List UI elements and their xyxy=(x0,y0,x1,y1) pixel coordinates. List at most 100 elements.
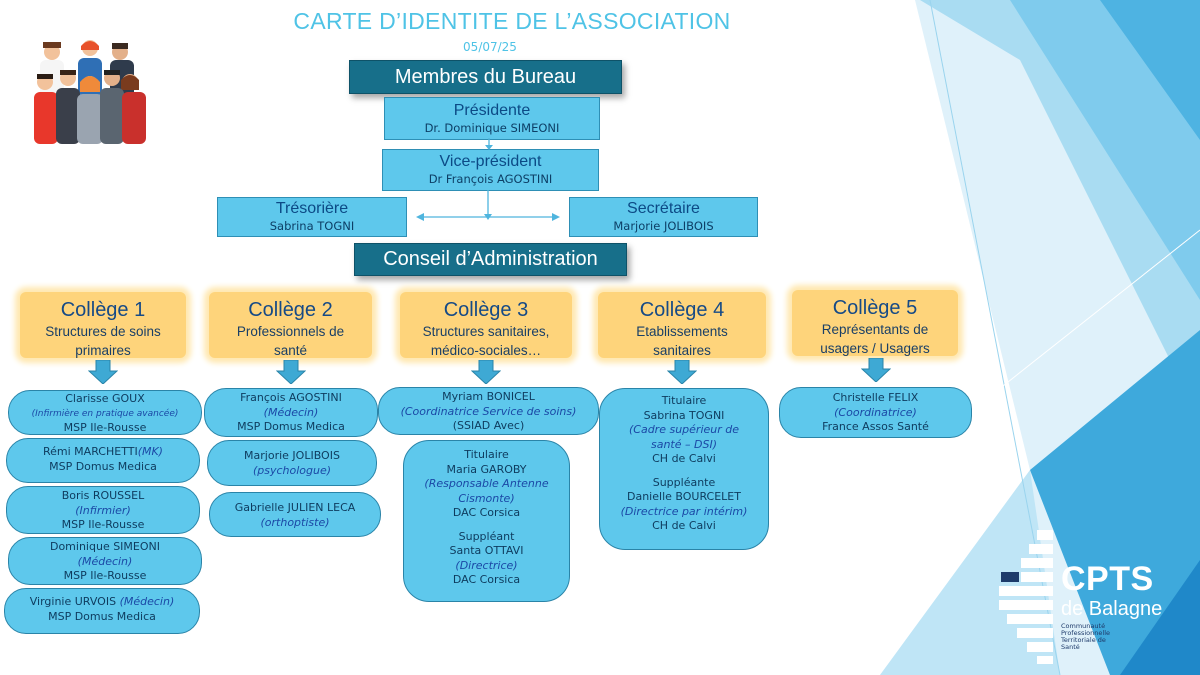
page-date: 05/07/25 xyxy=(463,40,517,54)
member-org: CH de Calvi xyxy=(652,519,716,532)
college-3-title: Collège 3 xyxy=(443,299,529,321)
secretaire-name: Marjorie JOLIBOIS xyxy=(613,219,714,233)
member-name: Rémi MARCHETTI xyxy=(43,445,138,458)
college-1-desc-line2: primaires xyxy=(75,343,131,358)
college-5-title: Collège 5 xyxy=(832,297,918,319)
college-5-desc-line1: Représentants de xyxy=(821,322,929,337)
member-org: MSP Domus Medica xyxy=(49,459,157,473)
member-org: MSP Ile-Rousse xyxy=(63,569,147,582)
member-name: Christelle FELIX xyxy=(832,391,919,404)
member-name: Santa OTTAVI xyxy=(449,544,524,557)
bureau-heading-label: Membres du Bureau xyxy=(394,66,577,88)
member-name: Boris ROUSSEL xyxy=(61,489,145,502)
member-org: DAC Corsica xyxy=(452,573,521,586)
down-arrow-icon xyxy=(861,358,891,382)
page-title: CARTE D’IDENTITE DE L’ASSOCIATION xyxy=(293,8,731,34)
logo-tagline-line: Territoriale de xyxy=(1061,636,1106,644)
member-name: Marjorie JOLIBOIS xyxy=(244,449,340,462)
suppleant-label: Suppléant xyxy=(458,529,515,543)
member-org: MSP Ile-Rousse xyxy=(61,518,145,531)
vice-president-role: Vice-président xyxy=(439,153,542,170)
college-2-member-card: Marjorie JOLIBOIS (psychologue) xyxy=(207,440,377,486)
college-1-title: Collège 1 xyxy=(60,299,146,321)
presidente-role: Présidente xyxy=(453,102,531,119)
member-role: Cismonte) xyxy=(458,491,515,505)
member-role: (Infirmier) xyxy=(75,503,131,517)
college-4-title: Collège 4 xyxy=(639,299,725,321)
secretaire-box: Secrétaire Marjorie JOLIBOIS xyxy=(569,197,758,237)
college-3-desc-line2: médico-sociales… xyxy=(430,343,542,358)
logo-tagline-line: Santé xyxy=(1061,643,1080,651)
member-role: santé – DSI) xyxy=(650,437,717,451)
college-3-member-card: Myriam BONICEL (Coordinatrice Service de… xyxy=(378,387,599,435)
people-group-illustration xyxy=(34,40,146,144)
member-name: Maria GAROBY xyxy=(446,462,527,476)
college-2-desc-line1: Professionnels de xyxy=(236,324,345,339)
college-2-box: Collège 2 Professionnels de santé xyxy=(209,292,372,358)
member-org: MSP Ile-Rousse xyxy=(63,421,147,434)
college-4-titulaire-card: Titulaire Sabrina TOGNI (Cadre supérieur… xyxy=(599,388,769,550)
titulaire-label: Titulaire xyxy=(661,394,707,407)
member-name: Sabrina TOGNI xyxy=(643,408,725,422)
vice-president-box: Vice-président Dr François AGOSTINI xyxy=(382,149,599,191)
member-role: (Directrice par intérim) xyxy=(620,504,748,518)
presidente-name: Dr. Dominique SIMEONI xyxy=(424,121,560,135)
tresoriere-box: Trésorière Sabrina TOGNI xyxy=(217,197,407,237)
tresoriere-role: Trésorière xyxy=(275,200,349,217)
college-5-member-card: Christelle FELIX (Coordinatrice) France … xyxy=(779,387,972,438)
college-1-desc-line1: Structures de soins xyxy=(45,324,161,339)
college-3-titulaire-card: Titulaire Maria GAROBY (Responsable Ante… xyxy=(403,440,570,602)
college-1-member-card: Rémi MARCHETTI(MK) MSP Domus Medica xyxy=(6,438,200,483)
college-1-member-card: Clarisse GOUX (Infirmière en pratique av… xyxy=(8,390,202,435)
member-role: (Médecin) xyxy=(263,405,319,419)
member-org: CH de Calvi xyxy=(652,452,716,465)
member-role: (Coordinatrice) xyxy=(834,405,917,419)
secretaire-role: Secrétaire xyxy=(627,200,700,217)
college-1-member-card: Dominique SIMEONI (Médecin) MSP Ile-Rous… xyxy=(8,537,202,585)
college-5-box: Collège 5 Représentants de usagers / Usa… xyxy=(792,290,958,356)
member-org: (SSIAD Avec) xyxy=(452,419,525,432)
tresoriere-name: Sabrina TOGNI xyxy=(269,219,355,233)
college-4-desc-line1: Etablissements xyxy=(636,324,728,339)
member-role: (Infirmière en pratique avancée) xyxy=(31,408,179,419)
college-4-desc-line2: sanitaires xyxy=(653,343,711,358)
conseil-heading-label: Conseil d’Administration xyxy=(383,248,598,270)
down-arrow-icon xyxy=(667,360,697,384)
member-name: Clarisse GOUX xyxy=(65,392,145,405)
cpts-logo: CPTS de Balagne Communauté Professionnel… xyxy=(995,530,1195,665)
member-role: (orthoptiste) xyxy=(260,515,330,529)
college-2-member-card: François AGOSTINI (Médecin) MSP Domus Me… xyxy=(204,388,378,437)
college-4-box: Collège 4 Etablissements sanitaires xyxy=(598,292,766,358)
member-name: François AGOSTINI xyxy=(240,391,342,404)
down-arrow-icon xyxy=(88,360,118,384)
presidente-box: Présidente Dr. Dominique SIMEONI xyxy=(384,97,600,140)
down-arrow-icon xyxy=(276,360,306,384)
college-1-member-card: Boris ROUSSEL (Infirmier) MSP Ile-Rousse xyxy=(6,486,200,534)
college-3-box: Collège 3 Structures sanitaires, médico-… xyxy=(400,292,572,358)
member-name: Myriam BONICEL xyxy=(442,390,535,403)
bureau-heading: Membres du Bureau xyxy=(349,60,622,94)
logo-bars-icon xyxy=(999,530,1053,664)
college-3-desc-line1: Structures sanitaires, xyxy=(422,324,550,339)
college-1-box: Collège 1 Structures de soins primaires xyxy=(20,292,186,358)
college-2-member-card: Gabrielle JULIEN LECA (orthoptiste) xyxy=(209,492,381,537)
down-arrow-icon xyxy=(471,360,501,384)
member-name: Virginie URVOIS xyxy=(29,595,117,608)
member-role: (psychologue) xyxy=(252,463,332,477)
member-org: MSP Domus Medica xyxy=(237,420,345,433)
member-role: (Responsable Antenne xyxy=(424,477,549,490)
member-name: Gabrielle JULIEN LECA xyxy=(234,501,356,514)
suppleante-label: Suppléante xyxy=(652,475,716,489)
member-role: (MK) xyxy=(137,445,163,458)
logo-tagline-line: Communauté xyxy=(1061,622,1106,630)
member-name: Dominique SIMEONI xyxy=(49,540,161,553)
college-5-desc-line2: usagers / Usagers xyxy=(820,341,930,356)
member-org: France Assos Santé xyxy=(822,420,929,433)
member-org: MSP Domus Medica xyxy=(48,609,156,623)
logo-tagline: Communauté Professionnelle Territoriale … xyxy=(1061,623,1131,651)
member-name: Danielle BOURCELET xyxy=(627,490,741,503)
member-role: (Médecin) xyxy=(77,554,133,568)
member-role: (Coordinatrice Service de soins) xyxy=(400,404,577,418)
college-1-member-card: Virginie URVOIS (Médecin) MSP Domus Medi… xyxy=(4,588,200,634)
